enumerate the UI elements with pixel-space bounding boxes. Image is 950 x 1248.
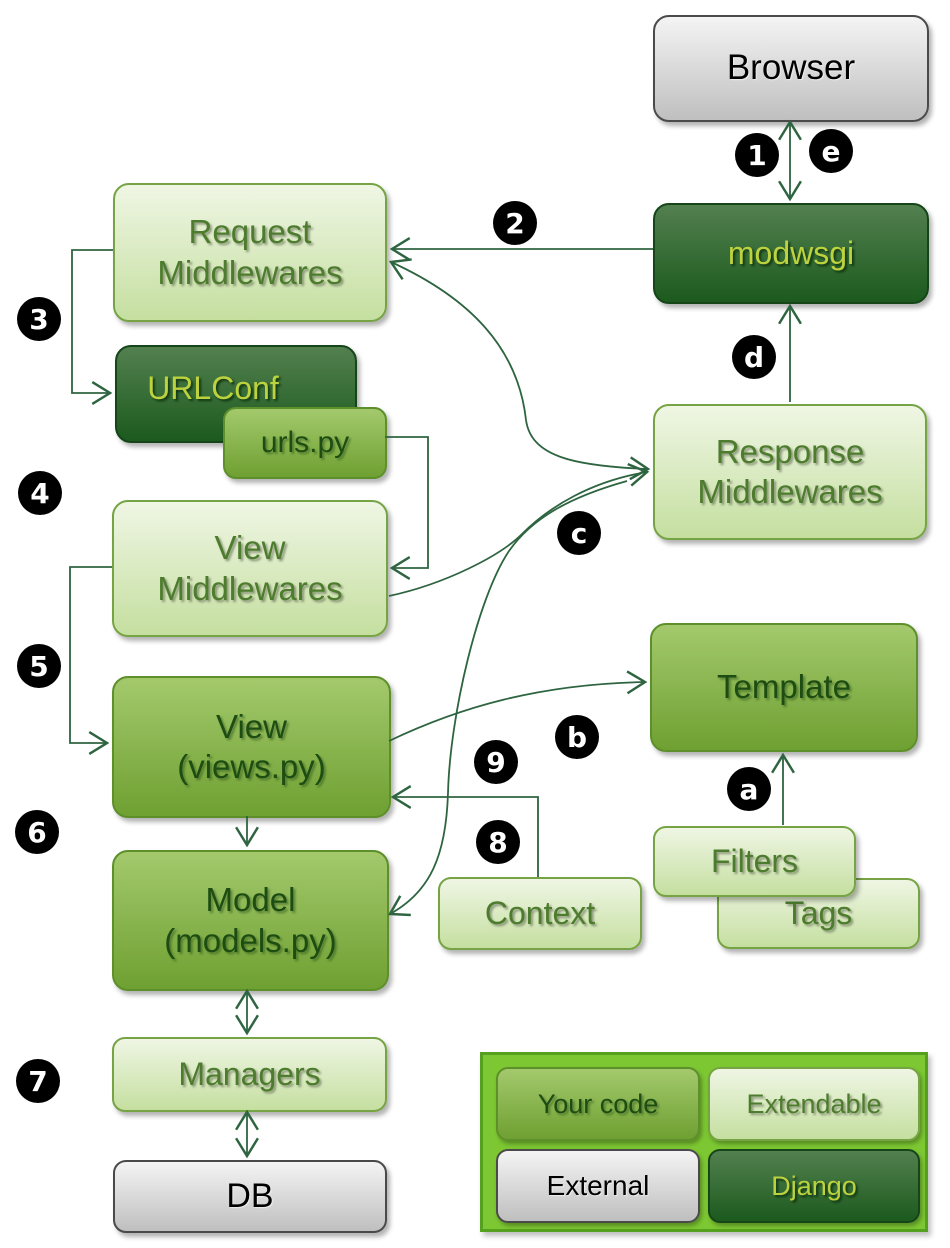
node-model-line2: (models.py) [164, 921, 337, 959]
curve-view-middlewares-response-middlewares [388, 462, 650, 597]
node-view-line2: (views.py) [177, 748, 326, 785]
elbow-urlspy-view-middlewares [385, 436, 429, 580]
node-browser: Browser [653, 15, 929, 122]
node-view-line1: View [216, 707, 287, 745]
legend-extendable: Extendable [708, 1067, 920, 1141]
node-view: View (views.py) [112, 676, 391, 818]
node-view-middlewares: View Middlewares [112, 500, 388, 637]
elbow-view-middlewares-view [69, 566, 112, 755]
badge-step-9: 9 [474, 740, 518, 784]
node-model-line1: Model [205, 881, 296, 919]
node-filters: Filters [653, 826, 856, 897]
legend-external: External [496, 1149, 700, 1223]
badge-step-1: 1 [735, 133, 779, 177]
badge-step-d: d [732, 335, 776, 379]
curve-view-template [388, 670, 648, 742]
badge-step-4: 4 [18, 471, 62, 515]
badge-step-b: b [555, 715, 599, 759]
node-model: Model (models.py) [112, 850, 389, 991]
node-managers: Managers [112, 1037, 387, 1112]
node-request-middlewares: Request Middlewares [113, 183, 387, 322]
badge-step-3: 3 [17, 297, 61, 341]
curve-request-response-middlewares [388, 258, 651, 481]
legend-django: Django [708, 1149, 920, 1223]
node-context: Context [438, 877, 642, 950]
badge-step-6: 6 [15, 810, 59, 854]
node-modwsgi: modwsgi [653, 203, 929, 304]
badge-step-e: e [809, 129, 853, 173]
legend-panel: Your code Extendable External Django [480, 1052, 928, 1232]
badge-step-2: 2 [493, 201, 537, 245]
node-response-middlewares: Response Middlewares [653, 404, 927, 540]
badge-step-c: c [557, 511, 601, 555]
node-urls-py: urls.py [223, 407, 387, 479]
legend-your-code: Your code [496, 1067, 700, 1141]
badge-step-5: 5 [17, 644, 61, 688]
badge-step-7: 7 [16, 1059, 60, 1103]
badge-step-8: 8 [476, 820, 520, 864]
badge-step-a: a [727, 767, 771, 811]
elbow-request-middlewares-urlconf [71, 249, 113, 405]
node-template: Template [650, 623, 918, 752]
node-db: DB [113, 1160, 387, 1233]
